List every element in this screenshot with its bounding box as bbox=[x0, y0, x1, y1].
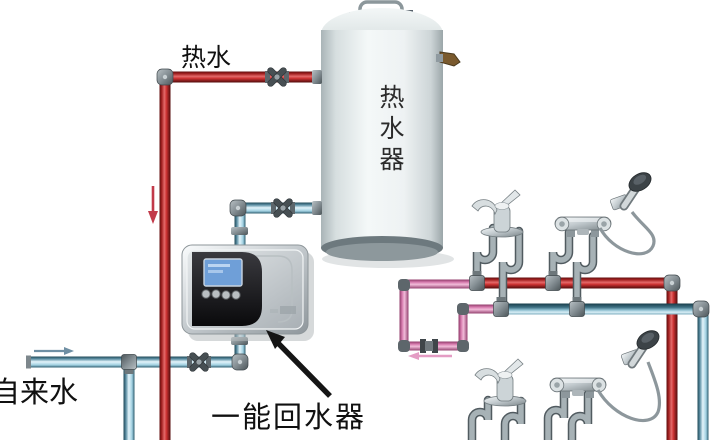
hot-outlet-pipe bbox=[165, 71, 322, 83]
tap-inlet-right-arrow-icon bbox=[34, 347, 74, 355]
hot-drop-pipe bbox=[159, 69, 171, 440]
device-button-2 bbox=[211, 289, 221, 299]
faucet1-cold-trap bbox=[500, 228, 522, 310]
cold-distribution-pipes bbox=[494, 300, 710, 440]
cold-tee-2 bbox=[569, 296, 585, 317]
hot-outlet-elbow bbox=[156, 68, 174, 86]
callout-arrow bbox=[266, 330, 332, 398]
tank-relief-valve-collar bbox=[436, 54, 443, 62]
hot-flow-down-arrow-icon bbox=[148, 186, 158, 224]
device-button-4 bbox=[231, 290, 241, 300]
return-elbow-1 bbox=[398, 279, 410, 291]
tank-body bbox=[321, 30, 443, 248]
handheld-shower-lower bbox=[632, 327, 662, 364]
tank-hot-collar bbox=[312, 70, 322, 84]
water-heater-tank bbox=[321, 0, 461, 268]
tap-pipe-end-cap bbox=[26, 355, 31, 369]
flow-arrows bbox=[34, 186, 452, 360]
handheld-shower-upper bbox=[624, 169, 654, 206]
tap-water-valve bbox=[186, 350, 212, 374]
shower1-hot-trap bbox=[550, 229, 572, 285]
device-button-3 bbox=[221, 290, 231, 300]
hot-tee-2 bbox=[545, 270, 561, 291]
tank-base-ring bbox=[326, 243, 438, 261]
check-valve bbox=[420, 339, 438, 353]
return-loop-right-pipe bbox=[458, 308, 468, 346]
tap-water-label: 自来水 bbox=[0, 375, 79, 409]
fixture-supply-pipes bbox=[467, 223, 598, 440]
callout-arrowhead-icon bbox=[266, 330, 285, 349]
hot-outlet-valve bbox=[264, 65, 290, 89]
device-logo-mark bbox=[280, 306, 296, 314]
cold-distribution-pipe bbox=[494, 303, 706, 315]
tank-cold-collar bbox=[312, 201, 322, 215]
cold-right-drop-pipe bbox=[697, 309, 709, 440]
device-logo-mark-2 bbox=[270, 309, 278, 313]
shower2-cold-trap bbox=[569, 391, 591, 440]
return-water-loop bbox=[398, 279, 500, 353]
faucet1-hot-trap bbox=[474, 225, 496, 285]
faucet2-hot-trap bbox=[469, 397, 491, 440]
shower1-cold-trap bbox=[574, 233, 596, 310]
cold-branch-down-pipe bbox=[123, 364, 135, 440]
shower-mixer-lower bbox=[549, 377, 607, 399]
cold-inlet-elbow bbox=[229, 199, 247, 217]
lcd-text-line-1 bbox=[208, 264, 230, 267]
tap-elbow-fitting bbox=[231, 353, 249, 371]
hot-right-drop-pipe bbox=[666, 283, 678, 440]
callout-arrow-shaft bbox=[276, 341, 332, 398]
device-button-1 bbox=[201, 289, 211, 299]
return-water-device bbox=[181, 244, 314, 341]
basin-faucet-upper bbox=[471, 189, 524, 238]
lcd-text-line-2 bbox=[208, 270, 223, 273]
return-loop-link-pipe bbox=[462, 304, 500, 314]
hot-tee-1 bbox=[469, 270, 485, 291]
water-heater-label: 热水器 bbox=[379, 83, 405, 174]
return-elbow-2 bbox=[398, 340, 410, 352]
hot-right-elbow bbox=[663, 274, 681, 292]
return-device-label: 一能回水器 bbox=[211, 400, 367, 434]
cold-right-elbow bbox=[692, 300, 710, 318]
shower-hose-lower bbox=[596, 361, 661, 423]
hot-water-label: 热水 bbox=[181, 43, 232, 72]
shower-hose-upper bbox=[598, 211, 656, 256]
faucet2-cold-trap bbox=[502, 398, 524, 440]
return-loop-left-pipe bbox=[399, 281, 409, 347]
riser-collar-top bbox=[231, 227, 248, 235]
return-loop-top-pipe bbox=[403, 279, 480, 289]
return-elbow-3 bbox=[457, 340, 469, 352]
shower2-hot-trap bbox=[545, 387, 567, 440]
basin-faucet-lower bbox=[474, 358, 527, 407]
return-flow-left-arrow-icon bbox=[408, 352, 452, 360]
return-elbow-4 bbox=[457, 303, 469, 315]
cold-inlet-valve bbox=[270, 196, 296, 220]
